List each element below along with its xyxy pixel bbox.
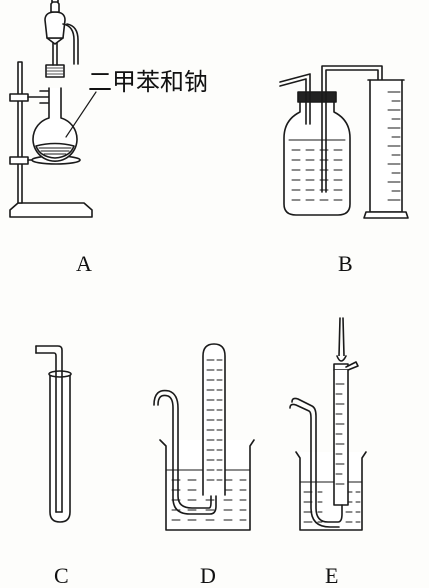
label-e: E <box>325 563 339 588</box>
annotation-leader <box>65 91 97 138</box>
inlet-tube <box>279 73 311 125</box>
bottle-stopper <box>297 91 337 103</box>
beaker-e <box>295 451 367 531</box>
apparatus-a <box>9 0 97 218</box>
test-tube <box>49 373 71 523</box>
measuring-cylinder <box>363 79 409 219</box>
label-a: A <box>76 251 92 276</box>
bent-glass-tube <box>35 345 63 513</box>
stand-rod <box>17 61 23 204</box>
gas-bottle <box>283 96 351 216</box>
upper-clamp <box>9 90 51 104</box>
label-b: B <box>338 251 353 276</box>
bottle-liquid <box>288 139 346 201</box>
delivery-tube-e <box>289 397 343 528</box>
reflux-condenser <box>44 0 79 66</box>
apparatus-e <box>289 317 367 531</box>
label-d: D <box>200 563 216 588</box>
apparatus-b <box>279 65 409 219</box>
delivery-tube-d <box>153 389 217 515</box>
inverted-tube-water <box>206 359 223 481</box>
round-bottom-flask <box>32 87 78 162</box>
annotation-xylene-sodium: 二甲苯和钠 <box>88 68 208 96</box>
stand-base <box>9 202 93 218</box>
burette <box>333 317 359 506</box>
apparatus-d <box>153 343 255 531</box>
apparatus-c <box>35 345 72 523</box>
label-c: C <box>54 563 69 588</box>
outlet-tube <box>321 65 383 193</box>
